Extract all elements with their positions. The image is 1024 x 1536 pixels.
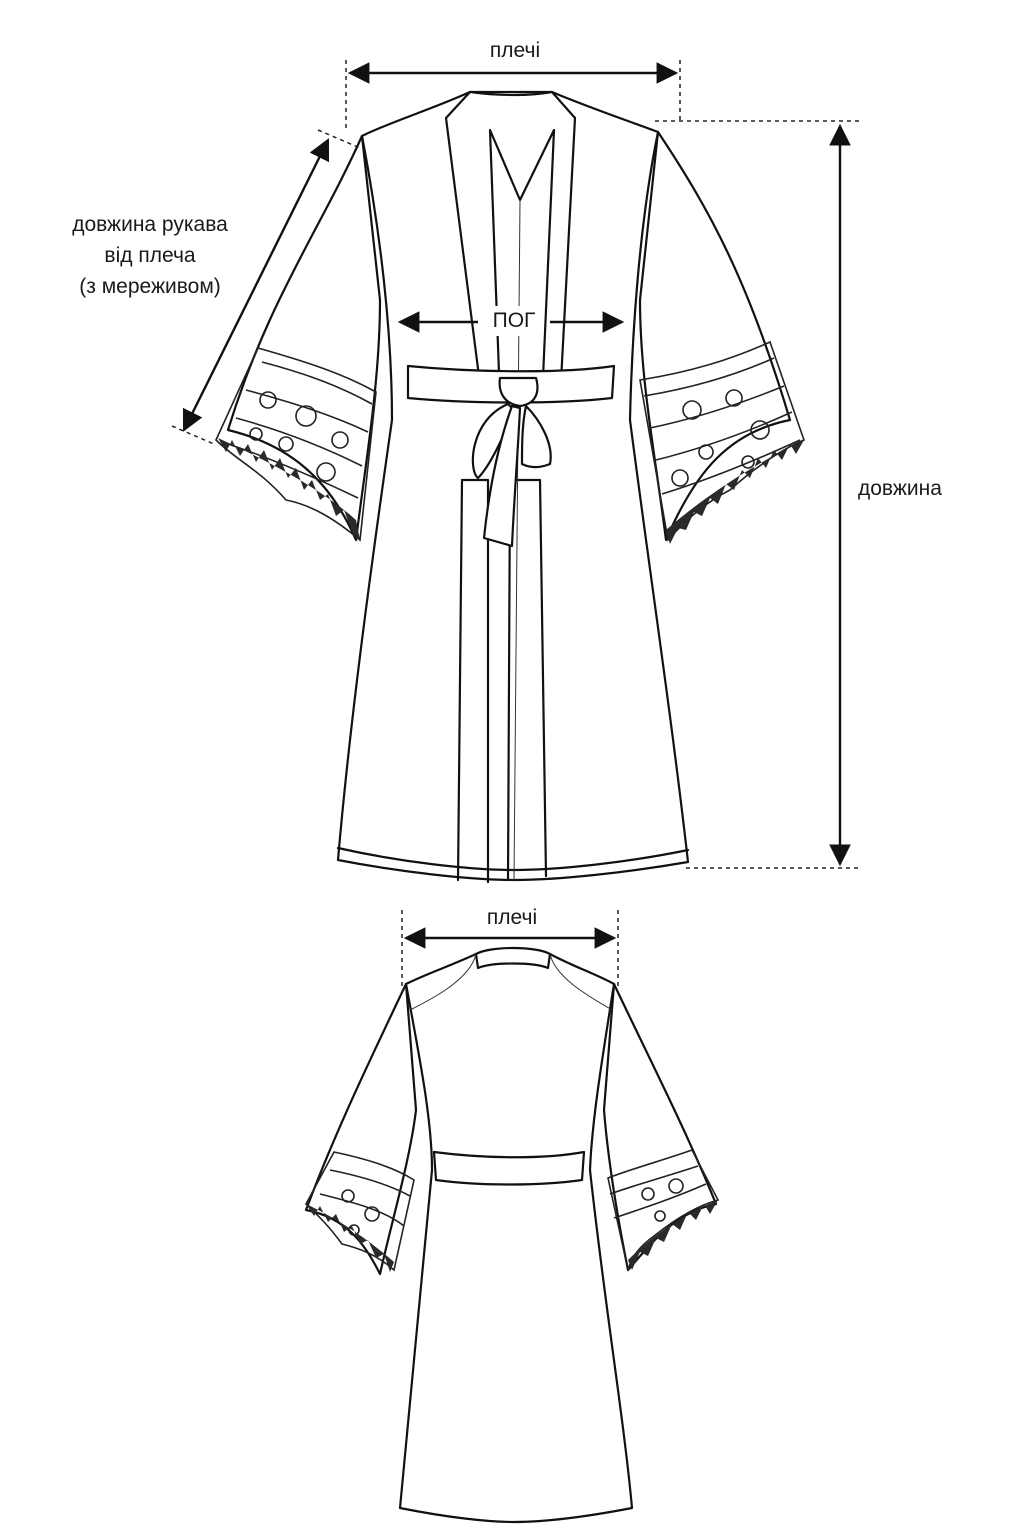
back-shoulders-label: плечі <box>486 906 538 929</box>
sleeve-length-label-line-3: (з мереживом) <box>79 275 221 298</box>
front-belt-tail-right <box>520 404 552 469</box>
bust-label: ПОГ <box>484 306 544 336</box>
back-right-sleeve <box>602 982 718 1272</box>
back-yoke-left <box>409 953 477 1011</box>
front-belt-tail-left <box>482 404 522 548</box>
back-belt <box>432 1150 586 1186</box>
front-shoulders-label: плечі <box>489 39 541 62</box>
sleeve-length-label-line-2: від плеча <box>104 244 196 267</box>
front-collar-band <box>444 90 577 402</box>
back-yoke-right <box>549 953 613 1011</box>
sleeve-length-label-line-1: довжина рукава <box>72 213 228 236</box>
back-view <box>304 910 720 1524</box>
back-right-lace <box>607 1149 720 1271</box>
front-right-sleeve <box>638 130 792 542</box>
sleeve-bottom-guide <box>171 425 215 445</box>
length-label: довжина <box>858 477 942 500</box>
front-view <box>171 60 862 884</box>
back-body <box>398 952 634 1524</box>
front-right-placket <box>506 478 548 882</box>
back-left-sleeve <box>304 982 418 1276</box>
front-left-sleeve <box>226 134 382 542</box>
back-left-lace <box>305 1151 415 1272</box>
front-left-placket <box>456 478 490 884</box>
front-right-lace <box>639 340 806 544</box>
sleeve-length-arrow <box>182 138 330 432</box>
front-belt-knot <box>498 376 539 408</box>
